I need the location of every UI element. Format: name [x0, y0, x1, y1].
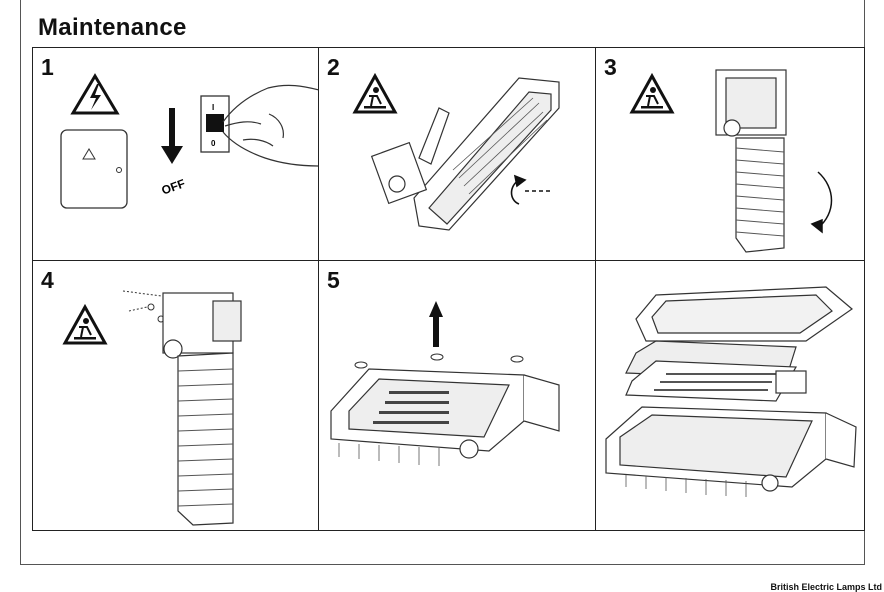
luminaire-vertical-illustration	[715, 69, 787, 253]
electrical-box-icon	[60, 129, 128, 209]
electrical-hazard-icon	[70, 73, 120, 115]
off-label: OFF	[160, 176, 187, 197]
caution-icon	[352, 72, 398, 114]
switch-on-label: I	[212, 103, 214, 112]
steps-grid: 1 OFF I 0	[32, 47, 865, 531]
down-arrow-icon	[161, 108, 183, 164]
step-1-illustration: OFF I 0	[60, 73, 318, 209]
step-5-illustration	[330, 301, 560, 466]
step-2-illustration	[352, 72, 560, 231]
step-2-number: 2	[327, 54, 340, 80]
step-3-number: 3	[604, 54, 617, 80]
step-4-number: 4	[41, 267, 54, 293]
rotation-arrow-icon	[510, 174, 551, 205]
caution-icon	[629, 72, 675, 114]
rotation-arrow-icon	[810, 171, 833, 234]
switch-off-label: 0	[211, 139, 216, 148]
luminaire-open-illustration	[330, 368, 560, 466]
step-3-illustration	[629, 69, 833, 253]
hand-icon	[222, 84, 318, 167]
step-5-panel: 5	[318, 260, 595, 531]
caution-icon	[62, 303, 108, 345]
step-4-illustration	[62, 290, 242, 526]
exploded-view-illustration	[605, 286, 857, 497]
luminaire-bracket-illustration	[162, 292, 242, 526]
step-3-panel: 3	[595, 47, 865, 260]
luminaire-illustration	[370, 77, 560, 231]
company-name: British Electric Lamps Ltd	[770, 582, 882, 592]
step-6-illustration	[605, 286, 857, 497]
screws-illustration	[354, 353, 524, 369]
wall-switch-icon: I 0	[200, 95, 230, 153]
step-6-panel	[595, 260, 865, 531]
step-1-number: 1	[41, 54, 54, 80]
step-1-panel: 1 OFF I 0	[32, 47, 318, 260]
step-2-panel: 2	[318, 47, 595, 260]
up-arrow-icon	[429, 301, 443, 347]
step-4-panel: 4	[32, 260, 318, 531]
step-5-number: 5	[327, 267, 340, 293]
page-title: Maintenance	[38, 14, 187, 41]
